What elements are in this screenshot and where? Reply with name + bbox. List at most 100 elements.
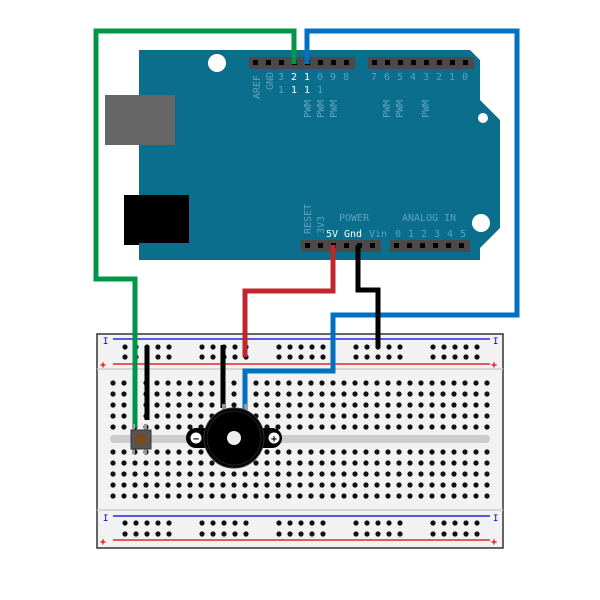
rail-hole[interactable] xyxy=(364,344,370,350)
breadboard-hole[interactable] xyxy=(363,493,369,499)
rail-hole[interactable] xyxy=(430,354,436,360)
breadboard-hole[interactable] xyxy=(385,391,391,397)
breadboard-hole[interactable] xyxy=(121,413,127,419)
breadboard-hole[interactable] xyxy=(352,449,358,455)
rail-hole[interactable] xyxy=(287,520,293,526)
rail-hole[interactable] xyxy=(309,354,315,360)
breadboard-hole[interactable] xyxy=(308,493,314,499)
breadboard-hole[interactable] xyxy=(308,402,314,408)
breadboard-hole[interactable] xyxy=(176,424,182,430)
breadboard-hole[interactable] xyxy=(264,482,270,488)
breadboard-hole[interactable] xyxy=(121,460,127,466)
breadboard-hole[interactable] xyxy=(341,493,347,499)
breadboard-hole[interactable] xyxy=(341,402,347,408)
breadboard-hole[interactable] xyxy=(275,493,281,499)
breadboard-hole[interactable] xyxy=(275,424,281,430)
breadboard-hole[interactable] xyxy=(429,482,435,488)
breadboard-hole[interactable] xyxy=(451,402,457,408)
breadboard-hole[interactable] xyxy=(341,424,347,430)
breadboard-hole[interactable] xyxy=(253,482,259,488)
breadboard-hole[interactable] xyxy=(396,471,402,477)
breadboard-hole[interactable] xyxy=(264,402,270,408)
breadboard-hole[interactable] xyxy=(429,460,435,466)
breadboard-hole[interactable] xyxy=(473,460,479,466)
breadboard-hole[interactable] xyxy=(374,380,380,386)
breadboard-hole[interactable] xyxy=(286,460,292,466)
breadboard-hole[interactable] xyxy=(374,413,380,419)
breadboard-hole[interactable] xyxy=(132,460,138,466)
breadboard-hole[interactable] xyxy=(352,424,358,430)
breadboard-hole[interactable] xyxy=(187,471,193,477)
breadboard-hole[interactable] xyxy=(374,449,380,455)
rail-hole[interactable] xyxy=(441,354,447,360)
rail-hole[interactable] xyxy=(430,531,436,537)
breadboard-hole[interactable] xyxy=(462,449,468,455)
breadboard-hole[interactable] xyxy=(297,471,303,477)
breadboard-hole[interactable] xyxy=(176,460,182,466)
breadboard-hole[interactable] xyxy=(363,482,369,488)
breadboard-hole[interactable] xyxy=(330,380,336,386)
rail-hole[interactable] xyxy=(386,531,392,537)
breadboard-hole[interactable] xyxy=(121,449,127,455)
breadboard-hole[interactable] xyxy=(363,424,369,430)
breadboard-hole[interactable] xyxy=(319,493,325,499)
breadboard-hole[interactable] xyxy=(396,482,402,488)
breadboard-hole[interactable] xyxy=(407,391,413,397)
breadboard-hole[interactable] xyxy=(330,402,336,408)
breadboard-hole[interactable] xyxy=(286,380,292,386)
header-pin[interactable] xyxy=(318,60,323,65)
breadboard-hole[interactable] xyxy=(286,391,292,397)
header-pin[interactable] xyxy=(305,243,310,248)
breadboard-hole[interactable] xyxy=(198,493,204,499)
rail-hole[interactable] xyxy=(364,531,370,537)
breadboard-hole[interactable] xyxy=(429,493,435,499)
breadboard-hole[interactable] xyxy=(352,493,358,499)
breadboard-hole[interactable] xyxy=(319,449,325,455)
breadboard-hole[interactable] xyxy=(462,493,468,499)
header-pin[interactable] xyxy=(463,60,468,65)
rail-hole[interactable] xyxy=(199,344,205,350)
breadboard-hole[interactable] xyxy=(308,482,314,488)
breadboard-hole[interactable] xyxy=(473,471,479,477)
breadboard-hole[interactable] xyxy=(429,402,435,408)
rail-hole[interactable] xyxy=(122,531,128,537)
rail-hole[interactable] xyxy=(353,344,359,350)
rail-hole[interactable] xyxy=(397,354,403,360)
breadboard-hole[interactable] xyxy=(440,424,446,430)
breadboard-hole[interactable] xyxy=(264,391,270,397)
breadboard-hole[interactable] xyxy=(363,391,369,397)
breadboard-hole[interactable] xyxy=(110,413,116,419)
breadboard-hole[interactable] xyxy=(418,424,424,430)
breadboard-hole[interactable] xyxy=(165,424,171,430)
breadboard-hole[interactable] xyxy=(165,391,171,397)
rail-hole[interactable] xyxy=(166,531,172,537)
rail-hole[interactable] xyxy=(144,531,150,537)
breadboard-hole[interactable] xyxy=(187,449,193,455)
breadboard-hole[interactable] xyxy=(319,471,325,477)
breadboard-hole[interactable] xyxy=(462,402,468,408)
rail-hole[interactable] xyxy=(375,354,381,360)
breadboard-hole[interactable] xyxy=(176,449,182,455)
header-pin[interactable] xyxy=(344,243,349,248)
breadboard-hole[interactable] xyxy=(484,493,490,499)
rail-hole[interactable] xyxy=(386,344,392,350)
breadboard-hole[interactable] xyxy=(264,413,270,419)
breadboard-hole[interactable] xyxy=(341,391,347,397)
breadboard-hole[interactable] xyxy=(209,482,215,488)
breadboard-hole[interactable] xyxy=(451,424,457,430)
breadboard-hole[interactable] xyxy=(286,449,292,455)
breadboard-hole[interactable] xyxy=(429,391,435,397)
breadboard-hole[interactable] xyxy=(418,493,424,499)
breadboard-hole[interactable] xyxy=(418,471,424,477)
breadboard-hole[interactable] xyxy=(385,471,391,477)
rail-hole[interactable] xyxy=(199,354,205,360)
breadboard-hole[interactable] xyxy=(451,380,457,386)
breadboard-hole[interactable] xyxy=(407,424,413,430)
rail-hole[interactable] xyxy=(309,531,315,537)
breadboard-hole[interactable] xyxy=(429,380,435,386)
breadboard-hole[interactable] xyxy=(275,391,281,397)
breadboard-hole[interactable] xyxy=(484,460,490,466)
breadboard-hole[interactable] xyxy=(253,380,259,386)
header-pin[interactable] xyxy=(450,60,455,65)
rail-hole[interactable] xyxy=(133,531,139,537)
